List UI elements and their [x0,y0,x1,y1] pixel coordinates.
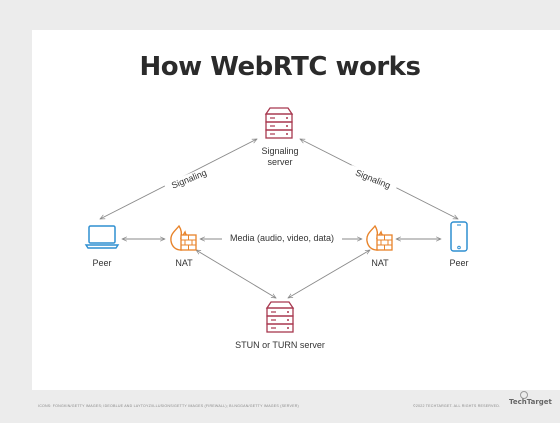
nat-right-to-stun-arrow [288,250,370,298]
footer-credits: ICONS: FONGKIN/GETTY IMAGES; IDEOBLUE AN… [38,404,299,408]
smartphone-icon [450,221,468,252]
signaling-server-icon [264,107,294,139]
diagram-title: How WebRTC works [139,52,421,82]
peer-right-label: Peer [449,258,469,268]
stun-turn-server-label: STUN or TURN server [235,340,325,350]
nat-left-to-stun-arrow [196,250,276,298]
peer-left-label: Peer [92,258,112,268]
signaling-server-label-line1: Signaling [261,146,299,156]
media-edge-label: Media (audio, video, data) [222,233,342,243]
nat-left-firewall-icon [170,224,197,251]
brand-name: TechTarget [509,398,552,406]
nat-right-label: NAT [371,258,389,268]
stun-turn-server-icon [265,301,295,333]
laptop-icon [84,225,120,249]
signaling-server-label-line2: server [267,157,293,167]
nat-left-label: NAT [175,258,193,268]
nat-right-firewall-icon [366,224,393,251]
signaling-server-label: Signaling server [252,146,308,168]
brand-logo-icon [520,391,528,399]
footer-copyright: ©2022 TECHTARGET. ALL RIGHTS RESERVED. [413,404,501,408]
